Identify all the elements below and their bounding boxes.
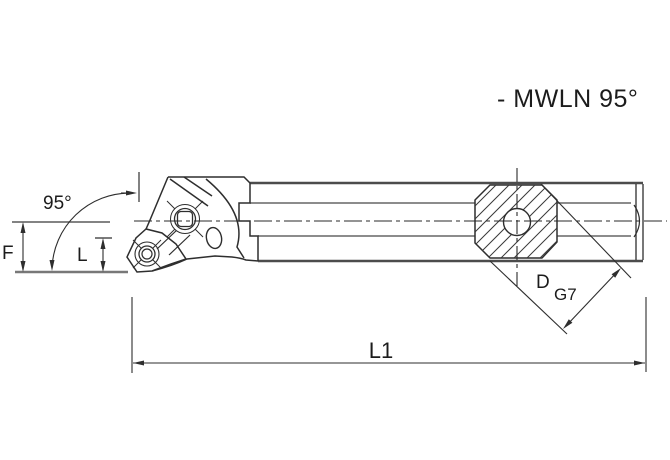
lead-angle-label: 95° [43, 193, 72, 214]
dimension-l1 [131, 297, 647, 373]
clamp-screw-head [173, 207, 197, 231]
insert-screw-outer [138, 245, 156, 263]
lead-angle-dimension [49, 172, 140, 271]
clamp-edge-line-2 [183, 176, 213, 197]
head-top-edge [168, 176, 251, 184]
head-bottom-edge [151, 255, 259, 272]
d-dimension-line [565, 270, 619, 327]
d-tangent-line-right [540, 183, 632, 279]
dim-l-label: L [77, 245, 88, 266]
clamp-arm-line-1 [156, 228, 179, 250]
centerlines [134, 168, 667, 290]
annotations: - MWLN 95° 95° F L D G7 L1 [2, 85, 638, 363]
l-arrow-down [100, 261, 106, 272]
insert-washer-circle [134, 241, 160, 267]
clamp-edge-line-1 [169, 178, 209, 207]
d-arrow-upper [611, 268, 621, 278]
clamp-arm-line-2 [168, 234, 191, 256]
l1-arrow-right [634, 360, 645, 366]
dim-f-label: F [2, 243, 14, 264]
dimension-l [95, 237, 112, 272]
insert-screw-inner [141, 248, 153, 260]
d-tangent-line-left [489, 260, 568, 335]
cutting-insert [126, 228, 188, 273]
f-arrow-down [20, 261, 26, 272]
dimension-d [489, 183, 632, 335]
shank-body [238, 181, 644, 263]
angle-arrow-down [49, 260, 55, 271]
dim-l1-label: L1 [369, 338, 393, 363]
head-shank-junction [238, 183, 259, 261]
coolant-slot-oval [205, 226, 223, 250]
l1-arrow-left [133, 360, 144, 366]
clamp-screw-socket [176, 210, 194, 228]
dim-d-tolerance-label: G7 [554, 285, 577, 304]
angle-arc [51, 192, 131, 269]
dim-d-label: D [536, 272, 550, 293]
dimension-f [20, 222, 26, 272]
d-arrow-lower [563, 319, 573, 329]
f-arrow-up [20, 222, 26, 233]
head-front-edge [142, 176, 169, 237]
angle-arrow-right [126, 190, 137, 196]
insert-and-clamp [126, 200, 204, 273]
l-arrow-up [100, 238, 106, 249]
head-pocket-arc [205, 178, 245, 259]
drawing-title: - MWLN 95° [497, 85, 638, 113]
reference-lines [12, 221, 128, 274]
